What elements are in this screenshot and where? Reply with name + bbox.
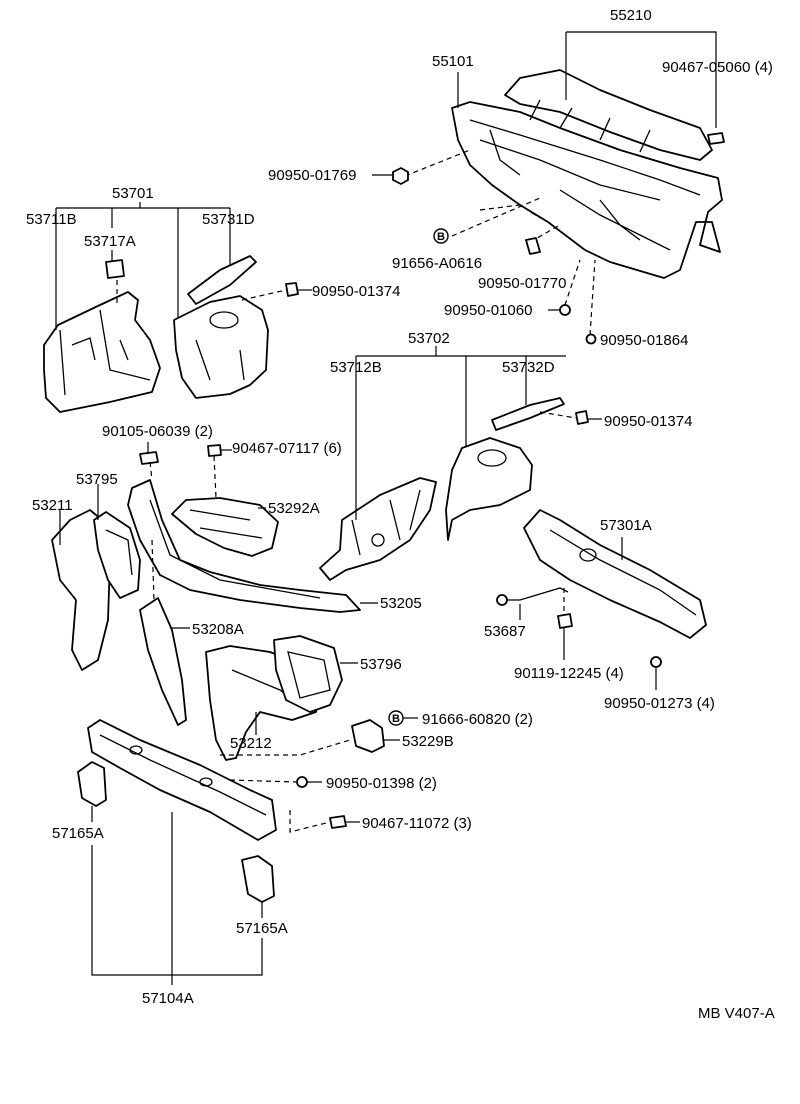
clip-90950-01374-right-icon [575,410,589,425]
label-90950-01374-b: 90950-01374 [604,413,692,430]
bolt-90467-11072-icon [329,815,347,829]
label-57301a: 57301A [600,517,652,534]
label-53796: 53796 [360,656,402,673]
label-90950-01060: 90950-01060 [444,302,532,319]
clip-90950-01770-icon [525,237,541,255]
brace-53208a-part [139,597,187,726]
nut-90950-01769-icon [392,167,409,185]
bracket-53795-part [93,511,141,599]
label-57165a-left: 57165A [52,825,104,842]
radiator-support-upper-53205-part [127,479,361,613]
label-90119-12245: 90119-12245 (4) [514,665,624,682]
apron-53731d-part [173,255,269,399]
nut-90950-01060-icon [559,304,571,316]
dash-panel-part [451,69,723,279]
label-57104a: 57104A [142,990,194,1007]
label-90467-11072: 90467-11072 (3) [362,815,472,832]
radiator-support-lower-57104a-part [87,719,277,841]
clip-90467-05060-icon [707,132,725,145]
label-57165a-right: 57165A [236,920,288,937]
apron-53711b-part [43,291,161,413]
bolt-90119-12245-icon [557,613,573,629]
label-53712b: 53712B [330,359,382,376]
label-90467-05060: 90467-05060 (4) [662,59,773,76]
label-53292a: 53292A [268,500,320,517]
label-53229b: 53229B [402,733,454,750]
label-90950-01770: 90950-01770 [478,275,566,292]
label-90105-06039: 90105-06039 (2) [102,423,213,440]
label-53205: 53205 [380,595,422,612]
apron-53732d-part [445,397,565,541]
label-55101: 55101 [432,53,474,70]
nut-90950-01273-icon [650,656,662,668]
label-91666-60820: 91666-60820 (2) [422,711,533,728]
label-53208a: 53208A [192,621,244,638]
label-53687: 53687 [484,623,526,640]
label-90950-01864: 90950-01864 [600,332,688,349]
label-53711b: 53711B [26,211,77,228]
nut-90950-01864-icon [585,333,597,345]
headlamp-cover-53796-part [273,635,343,713]
side-member-57301a-part [523,509,707,639]
label-90950-01398: 90950-01398 (2) [326,775,437,792]
circle-b-marker-bottom: B [388,710,404,726]
label-53211: 53211 [32,497,73,514]
bracket-53292a-part [171,497,279,557]
label-53701: 53701 [112,185,154,202]
bolt-90105-06039-icon [139,451,159,465]
label-53212: 53212 [230,735,272,752]
label-53717a: 53717A [84,233,136,250]
apron-53712b-part [319,477,437,581]
label-53795: 53795 [76,471,118,488]
bracket-57165a-left-part [77,761,107,807]
label-90950-01769: 90950-01769 [268,167,356,184]
label-55210: 55210 [610,7,652,24]
label-91656-a0616: 91656-A0616 [392,255,482,272]
side-member-53211-part [51,509,111,671]
label-90950-01374-a: 90950-01374 [312,283,400,300]
label-90950-01273: 90950-01273 (4) [604,695,715,712]
diagram-code: MB V407-A [698,1005,775,1022]
label-53732d: 53732D [502,359,555,376]
clip-90950-01374-left-icon [285,282,299,297]
rod-53687-part [496,587,569,606]
bolt-90467-07117-icon [207,444,222,457]
bracket-53229b-part [351,719,385,753]
label-53702: 53702 [408,330,450,347]
label-90467-07117: 90467-07117 (6) [232,440,342,457]
label-53731d: 53731D [202,211,255,228]
bracket-53717a-part [105,259,125,279]
circle-b-label-bottom: B [392,713,400,725]
circle-b-label-top: B [437,231,445,243]
circle-b-marker-top: B [433,228,449,244]
bracket-57165a-right-part [241,855,275,903]
nut-90950-01398-icon [296,776,308,788]
